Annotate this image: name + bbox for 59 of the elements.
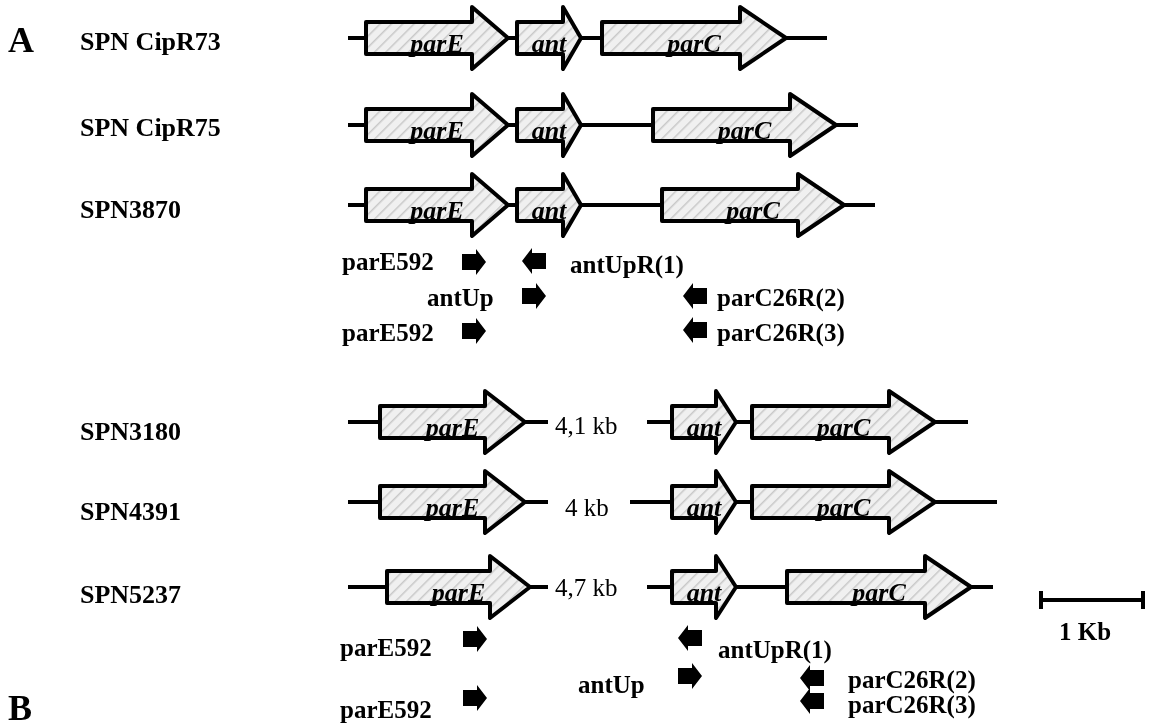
gene-name: parE [410, 29, 464, 59]
primer-label: antUpR(1) [718, 636, 832, 664]
strain-label: SPN CipR75 [80, 114, 221, 142]
gene-name: parC [816, 413, 871, 443]
gene-block [364, 5, 510, 71]
gene-block [364, 92, 510, 158]
gene-block [385, 554, 532, 620]
scale-label: 1 Kb [1059, 618, 1112, 646]
strain-label: SPN3180 [80, 418, 182, 446]
distance-label: 4 kb [565, 494, 609, 522]
gene-block [378, 389, 527, 455]
gene-block [785, 554, 973, 620]
primer-label: antUp [578, 671, 645, 699]
gene-name: parE [410, 116, 464, 146]
gene-block [600, 5, 788, 71]
strain-label: SPN4391 [80, 498, 182, 526]
gene-block [750, 469, 937, 535]
gene-block [660, 172, 846, 238]
primer-label: parE592 [340, 696, 432, 724]
gene-name: ant [531, 196, 567, 226]
gene-block [670, 389, 738, 455]
panel-letter: B [8, 689, 32, 727]
gene-name: parC [667, 29, 721, 59]
strain-label: SPN CipR73 [80, 28, 221, 56]
gene-name: ant [531, 29, 567, 59]
gene-block [515, 92, 583, 158]
gene-block [651, 92, 838, 158]
distance-label: 4,1 kb [555, 412, 618, 440]
gene-name: parE [431, 578, 486, 608]
gene-name: ant [531, 116, 567, 146]
primer-label: parC26R(2) [848, 666, 976, 694]
primer-label: antUp [427, 284, 494, 312]
distance-label: 4,7 kb [555, 574, 618, 602]
primer-label: parC26R(2) [717, 284, 845, 312]
gene-name: parC [717, 116, 772, 146]
primer-label: parE592 [342, 248, 434, 276]
gene-name: ant [686, 413, 722, 443]
gene-block [670, 469, 738, 535]
gene-block [515, 172, 583, 238]
gene-block [750, 389, 937, 455]
gene-block [378, 469, 527, 535]
gene-block [670, 554, 738, 620]
gene-name: parC [726, 196, 780, 226]
gene-name: parE [425, 413, 480, 443]
gene-block [364, 172, 510, 238]
primer-label: parE592 [340, 634, 432, 662]
gene-block [515, 5, 583, 71]
strain-label: SPN5237 [80, 581, 182, 609]
gene-name: ant [686, 493, 722, 523]
gene-name: ant [686, 578, 722, 608]
primer-label: parC26R(3) [717, 319, 845, 347]
gene-name: parE [410, 196, 464, 226]
gene-name: parC [852, 578, 906, 608]
primer-label: parE592 [342, 319, 434, 347]
primer-label: antUpR(1) [570, 251, 684, 279]
strain-label: SPN3870 [80, 196, 182, 224]
gene-name: parC [816, 493, 871, 523]
gene-name: parE [425, 493, 480, 523]
panel-letter: A [8, 21, 34, 59]
